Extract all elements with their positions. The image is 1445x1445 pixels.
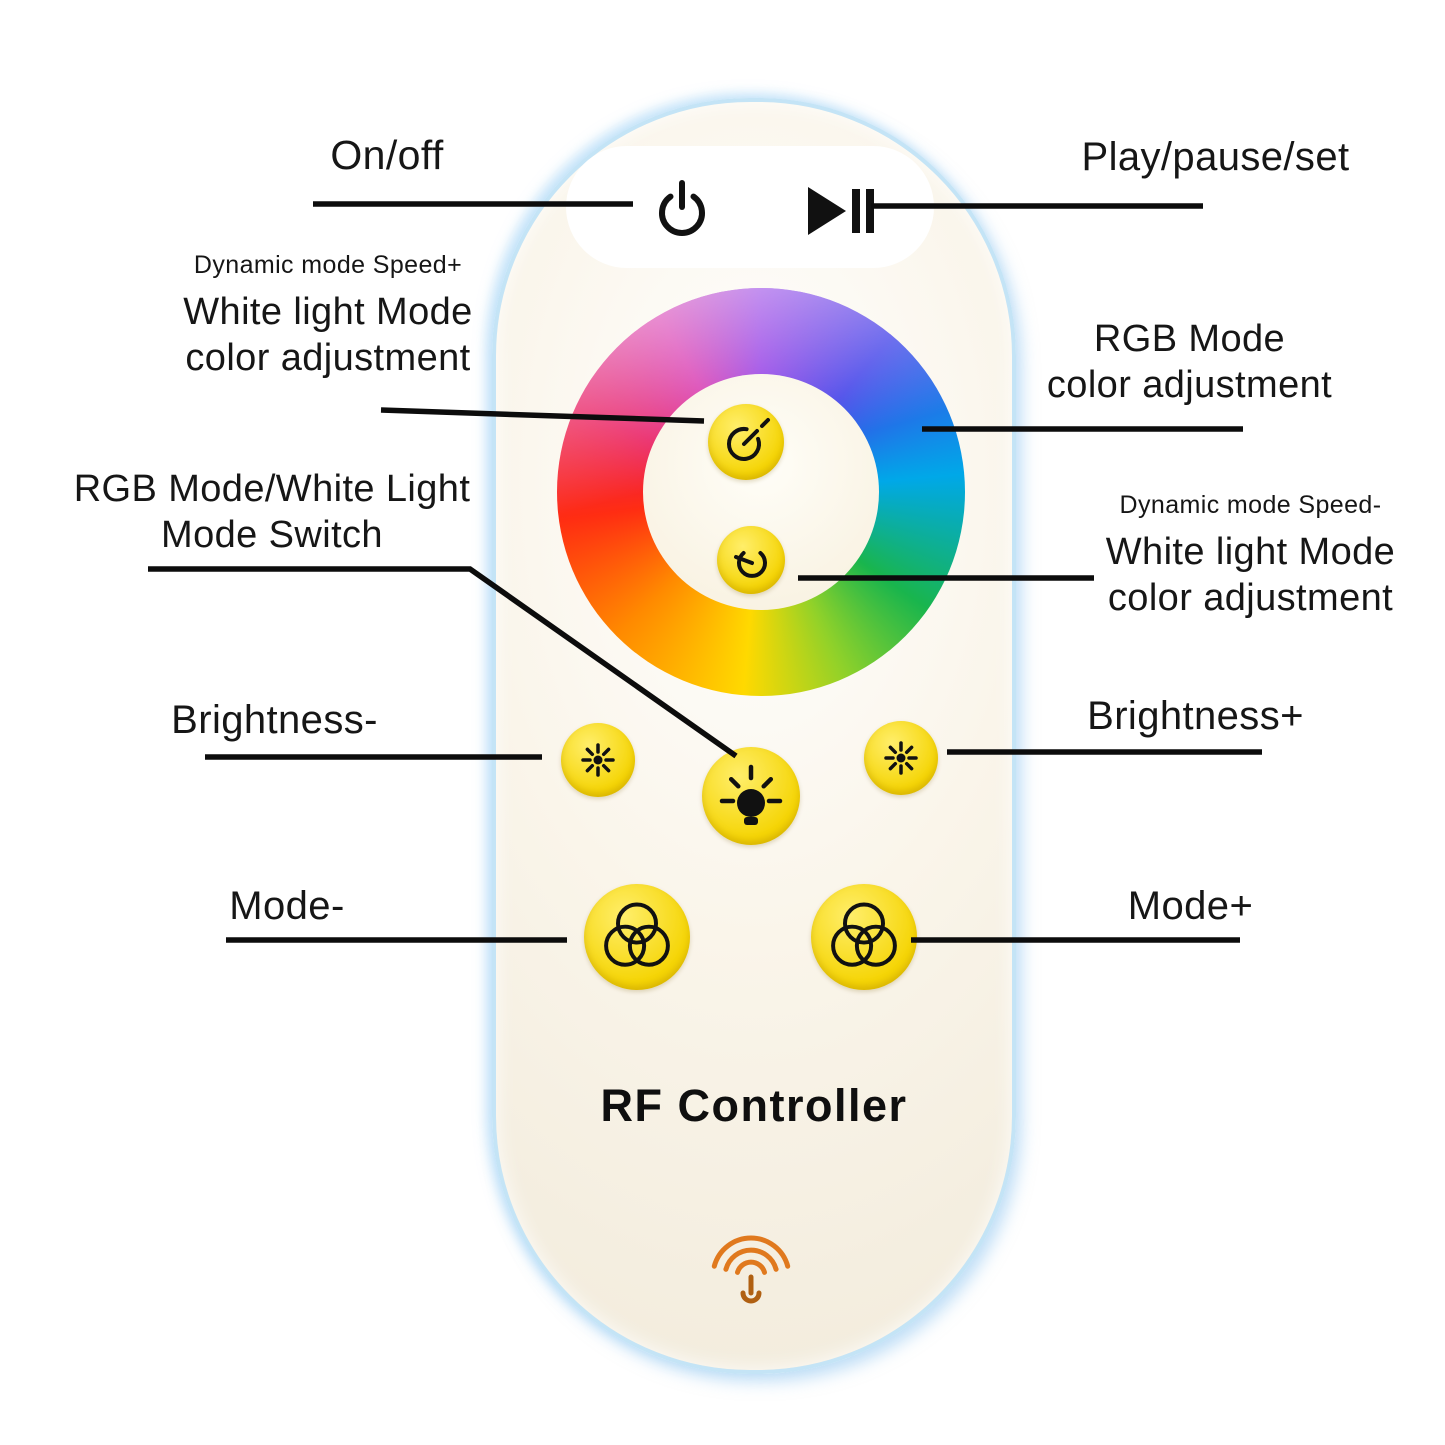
label-mode-switch-line2: Mode Switch: [161, 514, 383, 557]
touch-wireless-icon: [696, 1221, 806, 1316]
sun-icon: [581, 743, 615, 777]
brightness-minus-button[interactable]: [561, 723, 635, 797]
label-play-pause-set: Play/pause/set: [1081, 135, 1350, 179]
label-speed-plus-line2: color adjustment: [185, 336, 471, 379]
mode-switch-button[interactable]: [702, 747, 800, 845]
lamp-icon: [719, 764, 783, 825]
brand-label: RF Controller: [600, 1080, 908, 1131]
dial-minus-icon: [734, 551, 767, 578]
label-speed-plus-small: Dynamic mode Speed+: [193, 251, 463, 279]
label-rgb-mode-line2: color adjustment: [1046, 364, 1333, 407]
sun-icon: [884, 741, 918, 775]
speed-minus-button[interactable]: [717, 526, 785, 594]
label-speed-minus: Dynamic mode Speed- White light Mode col…: [1078, 490, 1423, 621]
label-brightness-plus: Brightness+: [1087, 694, 1304, 738]
label-mode-switch: RGB Mode/White Light Mode Switch: [72, 466, 472, 559]
dial-plus-icon: [727, 418, 770, 461]
label-speed-minus-line2: color adjustment: [1107, 576, 1394, 619]
label-brightness-minus: Brightness-: [171, 698, 378, 742]
play-pause-button[interactable]: [805, 183, 879, 239]
label-speed-plus: Dynamic mode Speed+ White light Mode col…: [158, 250, 498, 381]
label-speed-minus-small: Dynamic mode Speed-: [1119, 491, 1382, 519]
label-speed-minus-line1: White light Mode: [1105, 530, 1396, 573]
label-mode-plus: Mode+: [1127, 884, 1254, 928]
label-mode-minus: Mode-: [229, 884, 345, 928]
power-button[interactable]: [646, 173, 718, 245]
label-mode-switch-line1: RGB Mode/White Light: [73, 468, 471, 510]
mode-plus-button[interactable]: [811, 884, 917, 990]
mode-minus-button[interactable]: [584, 884, 690, 990]
label-rgb-mode: RGB Mode color adjustment: [1022, 316, 1357, 409]
rgb-circles-icon: [604, 902, 670, 967]
brightness-plus-button[interactable]: [864, 721, 938, 795]
rgb-circles-icon: [831, 902, 897, 967]
label-rgb-mode-line1: RGB Mode: [1093, 318, 1286, 360]
label-on-off: On/off: [330, 132, 444, 178]
speed-plus-button[interactable]: [708, 404, 784, 480]
play-pause-icon: [808, 187, 874, 235]
rf-remote-body: RF Controller: [492, 98, 1016, 1374]
label-speed-plus-line1: White light Mode: [183, 290, 473, 333]
power-icon: [659, 180, 705, 236]
